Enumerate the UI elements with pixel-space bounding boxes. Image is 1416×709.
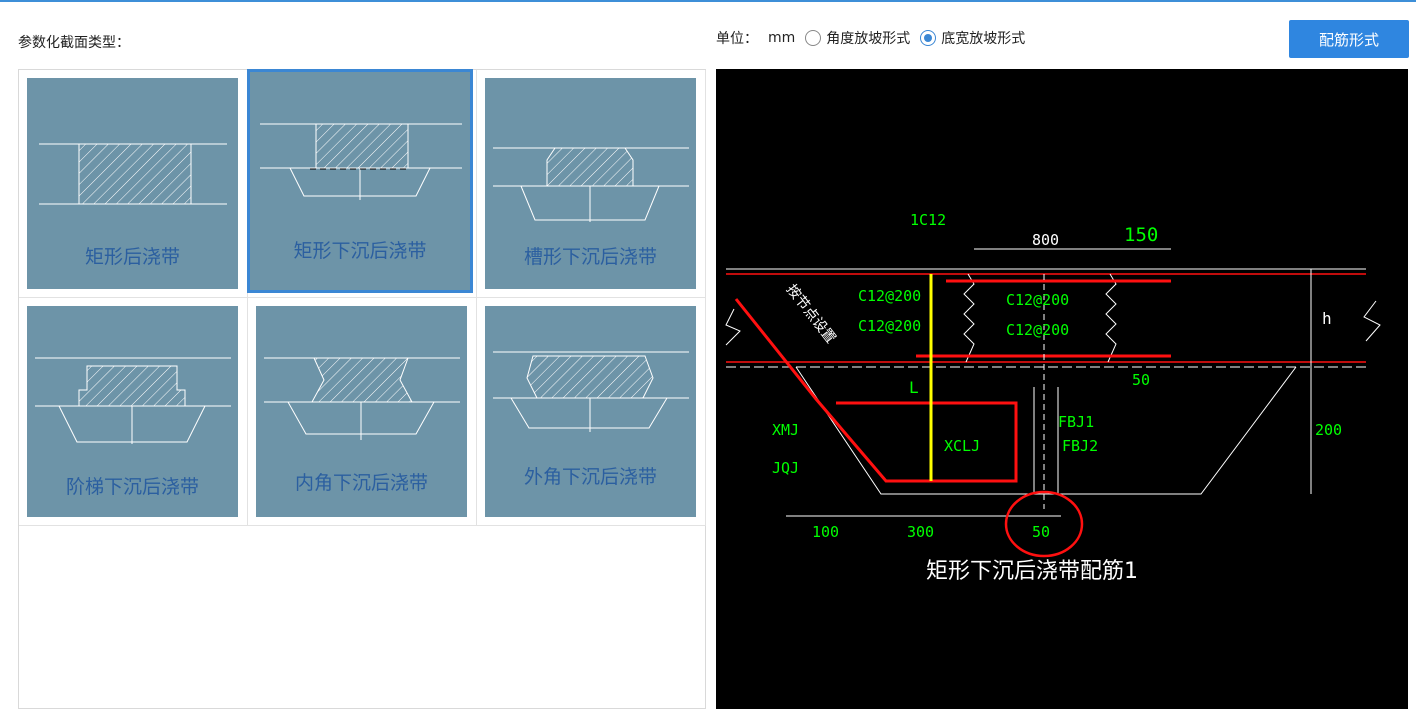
radio-angle-slope-label[interactable]: 角度放坡形式 (826, 31, 911, 47)
tile-outer-angle-sunken-pour-strip-image[interactable]: 外角下沉后浇带 (485, 306, 696, 517)
tile-label: 矩形下沉后浇带 (293, 240, 427, 262)
radio-bottom-slope-label[interactable]: 底宽放坡形式 (941, 31, 1026, 47)
tile-rect-pour-strip[interactable]: 矩形后浇带 (19, 70, 248, 298)
section-type-label: 参数化截面类型： (18, 35, 130, 51)
label-jqj: JQJ (772, 459, 799, 477)
tile-step-sunken-pour-strip[interactable]: 阶梯下沉后浇带 (19, 298, 248, 526)
label-c12-1: C12@200 (858, 287, 921, 305)
unit-bar: 单位： mm 角度放坡形式 底宽放坡形式 (716, 28, 1025, 48)
dim-300: 300 (907, 523, 934, 541)
tile-inner-angle-sunken-pour-strip[interactable]: 内角下沉后浇带 (248, 298, 477, 526)
tile-groove-sunken-pour-strip-image[interactable]: 槽形下沉后浇带 (485, 78, 696, 289)
label-top-bar: 1C12 (910, 211, 946, 229)
label-c12-2: C12@200 (1006, 291, 1069, 309)
tile-step-sunken-pour-strip-image[interactable]: 阶梯下沉后浇带 (27, 306, 238, 517)
preview-caption: 矩形下沉后浇带配筋1 (926, 559, 1138, 584)
tile-label: 阶梯下沉后浇带 (65, 476, 199, 498)
dim-50: 50 (1032, 523, 1050, 541)
tile-label: 外角下沉后浇带 (523, 466, 657, 488)
tile-groove-sunken-pour-strip[interactable]: 槽形下沉后浇带 (477, 70, 706, 298)
dim-depth: 200 (1315, 421, 1342, 439)
dim-100: 100 (812, 523, 839, 541)
tile-rect-sunken-pour-strip-image[interactable]: 矩形下沉后浇带 (247, 69, 473, 293)
rebar-form-button[interactable]: 配筋形式 (1289, 20, 1409, 58)
label-xmj: XMJ (772, 421, 799, 439)
tile-label: 槽形下沉后浇带 (523, 246, 657, 268)
tile-rect-pour-strip-image[interactable]: 矩形后浇带 (27, 78, 238, 289)
dim-offset: 50 (1132, 371, 1150, 389)
tile-outer-angle-sunken-pour-strip[interactable]: 外角下沉后浇带 (477, 298, 706, 526)
label-slope-note: 按节点设置 (783, 282, 839, 347)
dim-overhang: 150 (1124, 224, 1158, 246)
label-c12-4: C12@200 (1006, 321, 1069, 339)
label-xclj: XCLJ (944, 437, 980, 455)
tile-rect-sunken-pour-strip[interactable]: 矩形下沉后浇带 (247, 69, 477, 298)
unit-prefix: 单位： (716, 31, 758, 47)
label-fbj1: FBJ1 (1058, 413, 1094, 431)
label-fbj2: FBJ2 (1062, 437, 1098, 455)
radio-bottom-slope[interactable] (920, 30, 937, 46)
dim-width: 800 (1032, 231, 1059, 249)
tile-label: 内角下沉后浇带 (294, 472, 428, 494)
unit-value: mm (768, 30, 796, 46)
section-type-grid: 矩形后浇带 矩形下沉后浇带 槽形下沉后浇带 (18, 69, 706, 709)
label-h: h (1322, 309, 1332, 328)
rebar-preview-canvas: 1C12 800 150 C12@200 C12@200 C12@200 C12… (716, 69, 1408, 709)
radio-angle-slope[interactable] (805, 30, 822, 46)
label-l: L (909, 378, 919, 397)
rebar-drawing: 1C12 800 150 C12@200 C12@200 C12@200 C12… (725, 211, 1381, 558)
tile-inner-angle-sunken-pour-strip-image[interactable]: 内角下沉后浇带 (256, 306, 467, 517)
tile-label: 矩形后浇带 (84, 246, 180, 268)
label-c12-3: C12@200 (858, 317, 921, 335)
